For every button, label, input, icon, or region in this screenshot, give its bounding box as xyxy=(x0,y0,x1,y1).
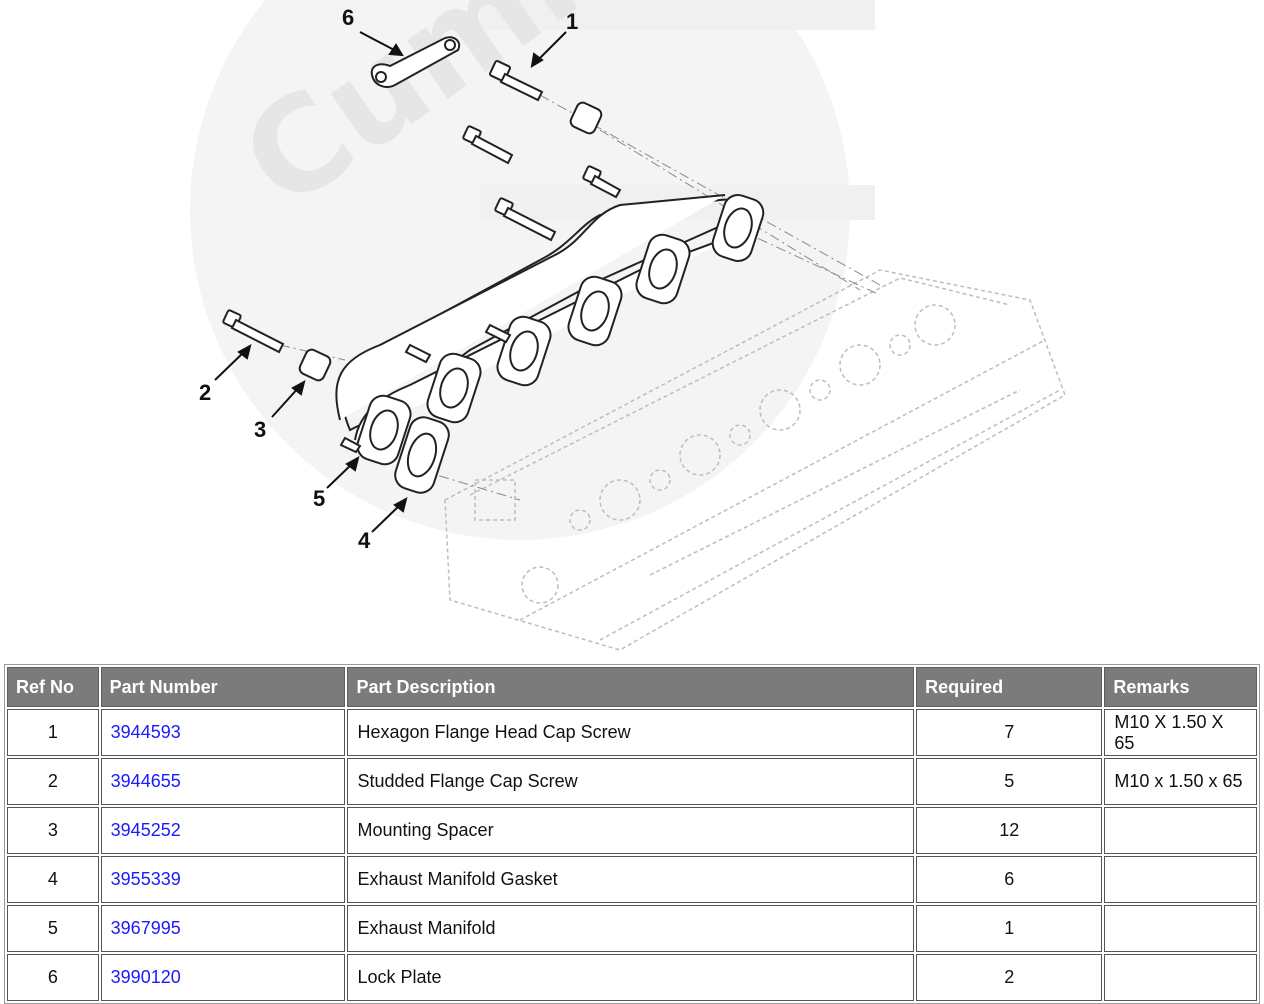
part-number-cell: 3944593 xyxy=(100,709,346,756)
ref-no-cell: 4 xyxy=(7,856,99,903)
header-ref-no: Ref No xyxy=(7,667,99,707)
part-number-link[interactable]: 3990120 xyxy=(110,967,181,987)
part-number-cell: 3990120 xyxy=(100,954,346,1001)
callout-4: 4 xyxy=(358,528,371,553)
part-number-link[interactable]: 3967995 xyxy=(110,918,181,938)
required-cell: 12 xyxy=(916,807,1103,854)
table-row: 3 3945252 Mounting Spacer 12 xyxy=(7,807,1257,854)
remarks-cell: M10 X 1.50 X 65 xyxy=(1104,709,1257,756)
part-number-link[interactable]: 3945252 xyxy=(110,820,181,840)
ref-no-cell: 5 xyxy=(7,905,99,952)
part-description-cell: Studded Flange Cap Screw xyxy=(347,758,915,805)
callout-3: 3 xyxy=(254,417,267,442)
remarks-cell xyxy=(1104,905,1257,952)
header-required: Required xyxy=(916,667,1103,707)
part-number-cell: 3944655 xyxy=(100,758,346,805)
exhaust-manifold xyxy=(335,194,765,494)
table-row: 1 3944593 Hexagon Flange Head Cap Screw … xyxy=(7,709,1257,756)
parts-table: Ref No Part Number Part Description Requ… xyxy=(4,664,1260,1004)
table-header-row: Ref No Part Number Part Description Requ… xyxy=(7,667,1257,707)
ref-no-cell: 6 xyxy=(7,954,99,1001)
header-part-description: Part Description xyxy=(347,667,915,707)
fasteners xyxy=(222,36,622,454)
ref-no-cell: 1 xyxy=(7,709,99,756)
ref-no-cell: 3 xyxy=(7,807,99,854)
callout-1: 1 xyxy=(566,9,579,34)
part-description-cell: Exhaust Manifold Gasket xyxy=(347,856,915,903)
required-cell: 7 xyxy=(916,709,1103,756)
lock-plate-part xyxy=(370,36,461,88)
required-cell: 6 xyxy=(916,856,1103,903)
cylinder-head-outline xyxy=(444,269,1066,651)
ref-no-cell: 2 xyxy=(7,758,99,805)
part-number-cell: 3955339 xyxy=(100,856,346,903)
table-row: 5 3967995 Exhaust Manifold 1 xyxy=(7,905,1257,952)
remarks-cell: M10 x 1.50 x 65 xyxy=(1104,758,1257,805)
part-description-cell: Hexagon Flange Head Cap Screw xyxy=(347,709,915,756)
required-cell: 5 xyxy=(916,758,1103,805)
part-number-cell: 3945252 xyxy=(100,807,346,854)
part-number-link[interactable]: 3944655 xyxy=(110,771,181,791)
table-row: 2 3944655 Studded Flange Cap Screw 5 M10… xyxy=(7,758,1257,805)
table-row: 6 3990120 Lock Plate 2 xyxy=(7,954,1257,1001)
required-cell: 2 xyxy=(916,954,1103,1001)
part-number-cell: 3967995 xyxy=(100,905,346,952)
callout-6: 6 xyxy=(342,5,355,30)
remarks-cell xyxy=(1104,856,1257,903)
callout-5: 5 xyxy=(313,486,326,511)
part-number-link[interactable]: 3955339 xyxy=(110,869,181,889)
part-description-cell: Exhaust Manifold xyxy=(347,905,915,952)
part-number-link[interactable]: 3944593 xyxy=(110,722,181,742)
header-part-number: Part Number xyxy=(100,667,346,707)
exploded-parts-diagram: Cummins xyxy=(190,0,1066,651)
table-row: 4 3955339 Exhaust Manifold Gasket 6 xyxy=(7,856,1257,903)
header-remarks: Remarks xyxy=(1104,667,1257,707)
part-description-cell: Mounting Spacer xyxy=(347,807,915,854)
part-description-cell: Lock Plate xyxy=(347,954,915,1001)
remarks-cell xyxy=(1104,954,1257,1001)
callout-arrows xyxy=(214,31,567,533)
callout-2: 2 xyxy=(199,380,212,405)
remarks-cell xyxy=(1104,807,1257,854)
diagram-drawing: Cummins xyxy=(190,0,1066,651)
required-cell: 1 xyxy=(916,905,1103,952)
